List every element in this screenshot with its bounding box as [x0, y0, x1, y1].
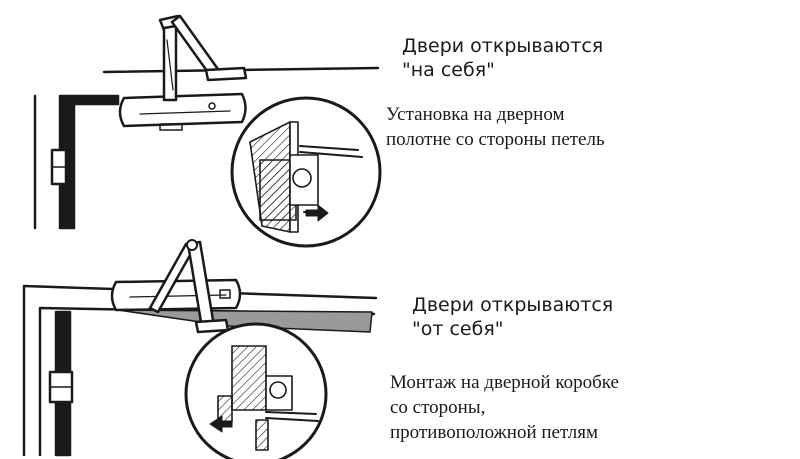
top-arm-shoe [204, 66, 248, 82]
bottom-title-line1: Двери открываются [412, 294, 613, 316]
bottom-caption-line1: Монтаж на дверной коробке [390, 372, 619, 393]
bottom-arm-shoe [194, 318, 230, 334]
top-detail-door [249, 121, 363, 233]
bottom-pull-arrow [209, 415, 233, 433]
top-illustration [33, 14, 382, 248]
bottom-caption-line2: со стороны, [390, 397, 485, 418]
bottom-caption-line3: противоположной петлям [390, 422, 598, 443]
bottom-door-shade [117, 309, 373, 333]
top-push-arrow [305, 204, 329, 222]
top-caption-line1: Установка на дверном [386, 104, 564, 125]
bottom-detail-frame [217, 345, 319, 451]
top-closer-body [118, 92, 247, 128]
top-door-leaf [58, 94, 120, 230]
bottom-illustration [22, 239, 378, 459]
bottom-title-line2: "от себя" [412, 318, 504, 340]
top-title-line1: Двери открываются [402, 35, 603, 57]
top-caption-line2: полотне со стороны петель [386, 129, 605, 150]
bottom-frame-outer [22, 284, 378, 457]
top-title-line2: "на себя" [402, 59, 495, 81]
